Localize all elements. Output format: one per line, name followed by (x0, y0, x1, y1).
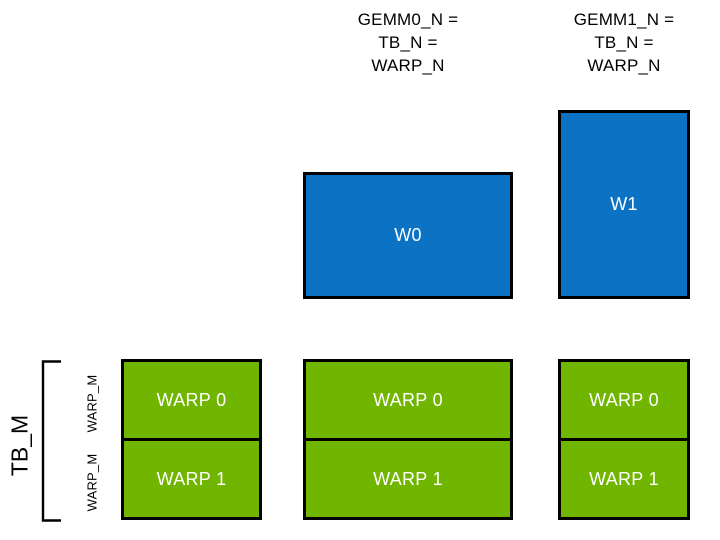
tb-m-bracket-icon (41, 360, 61, 522)
axis-label-tb-m: TB_M (6, 414, 33, 477)
warp-tile-w0: W0 (303, 172, 513, 299)
warp-cell-col1-row0: WARP 0 (121, 359, 262, 441)
warp-cell-col3-row1: WARP 1 (558, 438, 690, 520)
warp-cell-col1-row1: WARP 1 (121, 438, 262, 520)
axis-label-warp-m-row0: WARP_M (84, 374, 100, 433)
warp-tile-w1: W1 (558, 110, 690, 299)
warp-cell-col2-row0: WARP 0 (303, 359, 513, 441)
column-caption-gemm1: GEMM1_N = TB_N = WARP_N (573, 10, 675, 75)
column-caption-gemm0: GEMM0_N = TB_N = WARP_N (357, 10, 459, 75)
warp-cell-col3-row0: WARP 0 (558, 359, 690, 441)
axis-label-warp-m-row1: WARP_M (84, 453, 100, 512)
warp-cell-col2-row1: WARP 1 (303, 438, 513, 520)
